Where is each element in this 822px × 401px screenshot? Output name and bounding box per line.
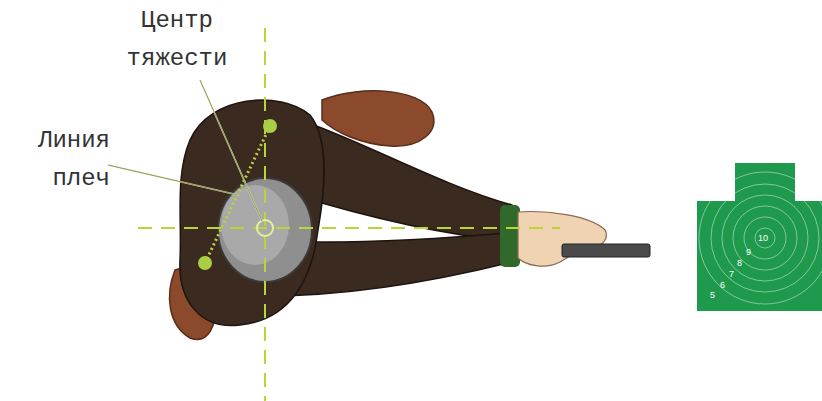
gravity-center	[257, 220, 273, 236]
arm	[295, 120, 518, 242]
leader-line	[200, 80, 262, 221]
target-notch	[697, 163, 735, 201]
callout-label: Линия плеч	[0, 122, 110, 198]
torso	[180, 100, 324, 326]
leader-line	[108, 165, 238, 195]
leader-line	[108, 165, 238, 195]
ring-number: 8	[737, 258, 742, 268]
target-notch	[795, 163, 822, 201]
ring-number: 10	[758, 233, 768, 243]
target	[697, 163, 822, 311]
target-rings	[699, 172, 822, 304]
head-highlight	[221, 185, 289, 265]
horizontal-axis	[138, 227, 560, 229]
vertical-axis	[264, 28, 266, 401]
shoulder-point	[198, 256, 212, 270]
shoulder-point	[263, 119, 277, 133]
hands	[518, 212, 606, 267]
ring-number: 9	[746, 247, 751, 257]
callout-label: Центр тяжести	[112, 2, 242, 78]
ring-number: 5	[710, 290, 715, 300]
target-board	[697, 163, 822, 311]
ring-number: 6	[720, 280, 725, 290]
leader-line	[200, 80, 262, 221]
ring-number: 7	[729, 269, 734, 279]
pistol	[562, 244, 650, 257]
cuff	[500, 205, 520, 267]
